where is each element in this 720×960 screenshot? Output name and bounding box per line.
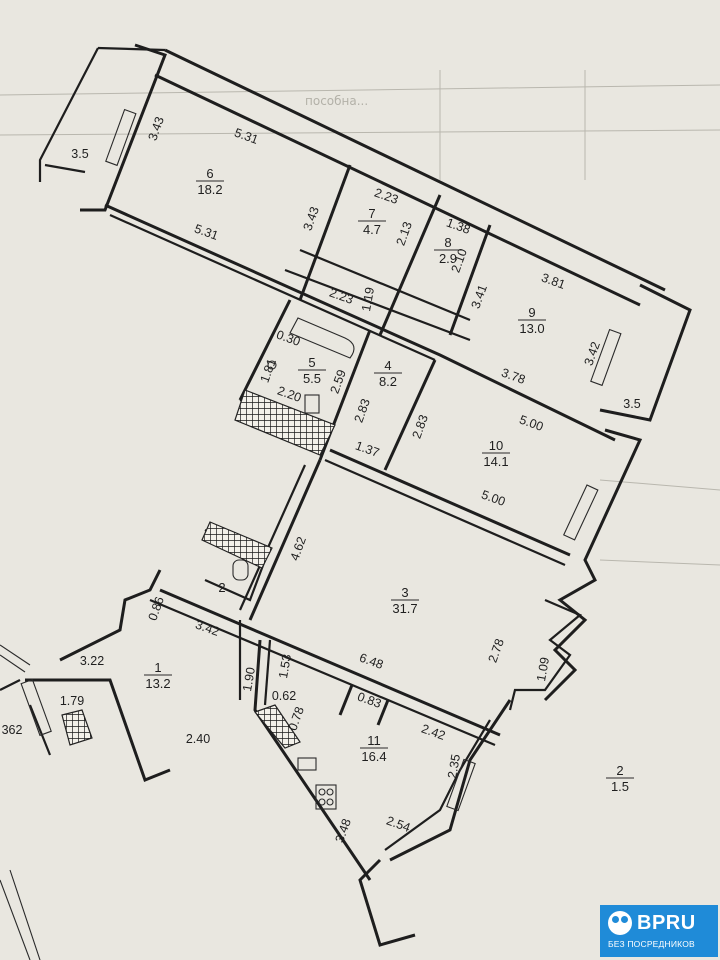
fixtures [232,317,355,810]
brand-badge[interactable]: BPRU БЕЗ ПОСРЕДНИКОВ [600,905,718,957]
brand-tagline: БЕЗ ПОСРЕДНИКОВ [608,939,695,949]
room-7: 74.7 [358,206,386,237]
dimension-label: 3.5 [71,147,88,161]
dimension-label: 1.38 [445,216,473,237]
dimension-label: 3.41 [469,283,490,311]
dimension-label: 2.40 [186,732,210,746]
room-6: 618.2 [196,166,224,197]
dimension-label: 3.81 [540,271,568,292]
interior-walls [104,164,616,881]
dimension-label: 2.78 [486,637,507,665]
dimension-label: 2.23 [328,286,356,307]
dimension-label: 3.78 [500,366,528,387]
dimension-label: 4.62 [288,535,309,563]
sink [267,360,277,370]
room-number: 11 [367,733,381,748]
people-icon [608,911,632,935]
dimension-label: 362 [2,723,23,737]
dimension-label: 5.31 [193,222,221,243]
dimension-label: 3.42 [582,340,603,368]
room-3: 331.7 [391,585,419,616]
door-marks [338,684,390,726]
room-4: 48.2 [374,358,402,389]
dimension-label: 3.43 [146,115,167,143]
room-1: 113.2 [144,660,172,691]
room-number: 5 [308,355,315,370]
dimension-label: 2.83 [410,413,431,441]
room-8: 82.9 [434,235,462,266]
dimension-label: 3.22 [80,654,104,668]
room-2a: 2 [218,580,225,595]
room-area: 13.0 [519,321,544,336]
dimension-label: 6.48 [358,651,386,672]
room-area: 5.5 [303,371,321,386]
room-area: 2.9 [439,251,457,266]
room-number: 1 [154,660,161,675]
dimension-label: 3.48 [333,817,354,845]
room-number: 9 [528,305,535,320]
dimension-label: 0.78 [286,705,307,733]
dimension-label: 1.79 [60,694,84,708]
room-area: 1.5 [611,779,629,794]
dimension-label: 5.00 [480,488,508,509]
background-form-lines [0,70,720,566]
kitchen-sink [297,757,317,771]
shafts [61,389,336,749]
room-number: 3 [401,585,408,600]
room-area: 8.2 [379,374,397,389]
dimension-label: 0.62 [272,689,296,703]
toilet-2 [232,559,249,581]
room-number: 2 [616,763,623,778]
room-number: 2 [218,580,225,595]
room-number: 4 [384,358,391,373]
dimension-label: 1.37 [354,439,382,460]
dimension-label: 1.19 [359,286,377,312]
dimension-label: 0.83 [356,690,384,711]
dimension-label: 5.31 [233,126,261,147]
dimension-label: 2.20 [276,384,304,405]
outer-walls [0,43,692,960]
dimension-label: 2.13 [394,220,415,248]
room-number: 8 [444,235,451,250]
windows [20,108,622,812]
room-number: 6 [206,166,213,181]
dimension-label: 1.53 [276,653,294,679]
dimension-label: 3.43 [301,205,322,233]
room-area: 31.7 [392,601,417,616]
room-area: 14.1 [483,454,508,469]
dimension-label: 2.35 [445,753,463,779]
dimension-label: 2.54 [385,814,413,835]
dimension-label: 2.83 [352,397,373,425]
faint-text-item: пособна... [305,94,368,108]
stove [315,784,337,810]
room-area: 18.2 [197,182,222,197]
bathtub [289,317,355,359]
toilet [304,394,320,414]
room-5: 55.5 [298,355,326,386]
dimension-label: 0.30 [275,328,303,349]
room-2b: 21.5 [606,763,634,794]
dimension-label: 2.42 [420,722,448,743]
room-number: 10 [489,438,503,453]
dimension-label: 1.90 [240,666,258,692]
dimension-label: 0.86 [146,595,167,623]
faint-text: пособна... [305,94,368,108]
dimension-label: 5.00 [518,413,546,434]
room-area: 16.4 [361,749,386,764]
room-number: 7 [368,206,375,221]
room-labels: 113.2221.5331.748.255.5618.274.782.9913.… [144,166,634,794]
brand-name: BPRU [637,911,696,934]
room-area: 13.2 [145,676,170,691]
dimension-label: 3.5 [623,397,640,411]
room-area: 4.7 [363,222,381,237]
room-9: 913.0 [518,305,546,336]
dimension-label: 1.09 [534,656,552,682]
dimension-label: 3.42 [194,618,222,639]
